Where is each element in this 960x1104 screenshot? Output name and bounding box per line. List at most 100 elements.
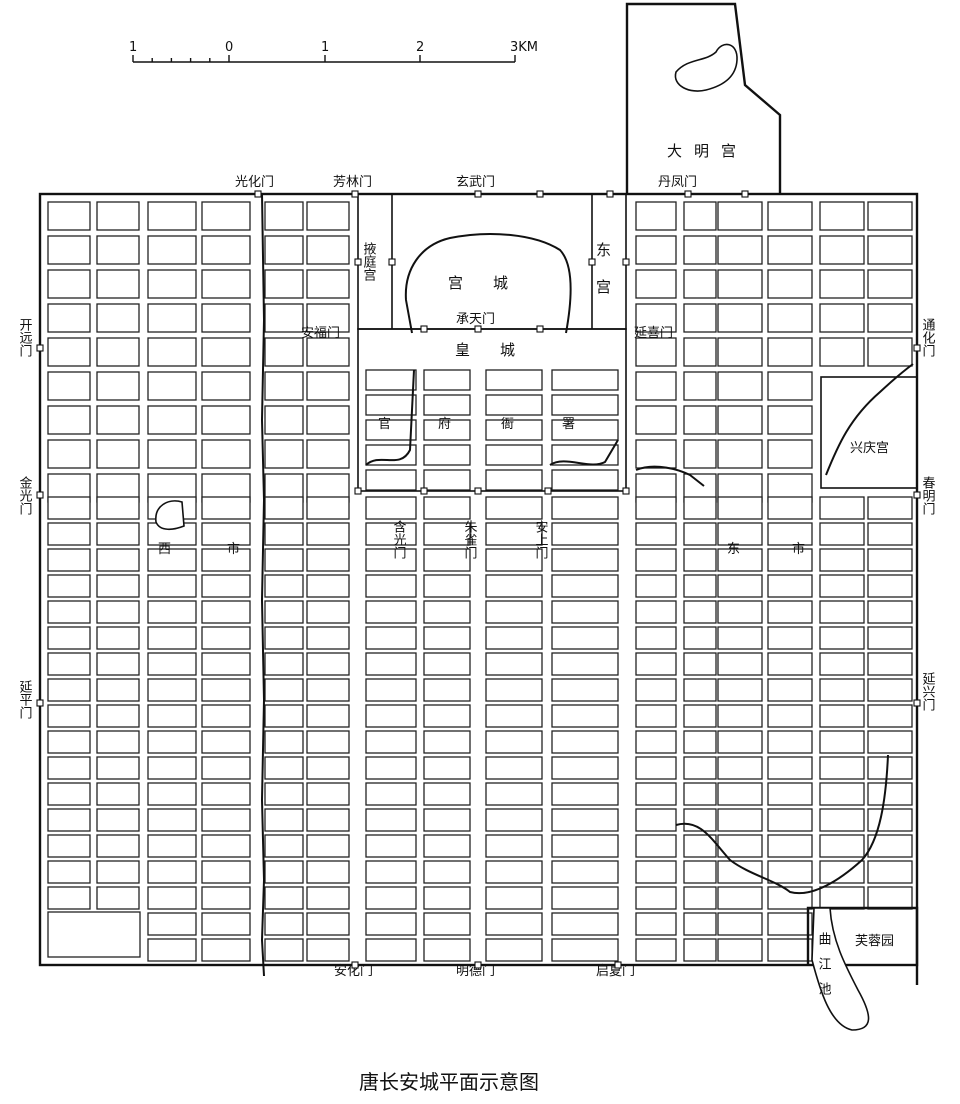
ward-block: [147, 371, 197, 401]
ward-block: [264, 678, 304, 702]
ward-block: [201, 337, 251, 367]
ward-block: [147, 938, 197, 962]
ward-block: [635, 548, 677, 572]
ward-block: [423, 369, 471, 391]
ward-block: [365, 626, 417, 650]
gate-marker: [684, 190, 692, 198]
east-palace-label: 东宫: [594, 242, 612, 316]
ward-block: [683, 548, 717, 572]
gate-label: 明德门: [456, 964, 495, 979]
ward-block: [635, 834, 677, 858]
ward-block: [306, 782, 350, 806]
ward-block: [635, 730, 677, 754]
ward-block: [819, 782, 865, 806]
ward-block: [423, 912, 471, 936]
ward-block: [147, 834, 197, 858]
ward-block: [767, 652, 813, 676]
ward-block: [306, 912, 350, 936]
ward-block: [96, 756, 140, 780]
ward-block: [47, 548, 91, 572]
ward-block: [306, 371, 350, 401]
ward-block: [47, 600, 91, 624]
ward-block: [201, 574, 251, 598]
ward-block: [635, 600, 677, 624]
ward-block: [365, 522, 417, 546]
gate-label: 延兴门: [920, 672, 936, 711]
ward-block: [96, 269, 140, 299]
ward-block: [47, 439, 91, 469]
gate-markers: [36, 190, 921, 969]
ward-block: [306, 235, 350, 265]
gate-label: 开远门: [17, 318, 33, 357]
ward-block: [264, 235, 304, 265]
canal-imperial-right: [549, 439, 619, 466]
ward-block: [683, 235, 717, 265]
ward-block: [365, 756, 417, 780]
ward-block: [717, 337, 763, 367]
ward-block: [867, 704, 913, 728]
ward-block: [423, 704, 471, 728]
ward-block: [264, 522, 304, 546]
furong-garden-label: 芙蓉园: [855, 934, 894, 949]
ward-block: [96, 834, 140, 858]
ward-block: [867, 860, 913, 884]
west-market-pond: [155, 500, 185, 531]
ward-block: [635, 405, 677, 435]
ward-block: [485, 704, 543, 728]
ward-block: [306, 303, 350, 333]
ward-block: [867, 201, 913, 231]
ward-block: [867, 808, 913, 832]
scale-tick-label: 3KM: [510, 40, 538, 55]
ward-block: [264, 201, 304, 231]
ward-block: [365, 574, 417, 598]
gate-marker: [614, 961, 622, 969]
ward-block: [306, 337, 350, 367]
gate-marker: [420, 487, 428, 495]
ward-block: [635, 201, 677, 231]
ward-block: [264, 652, 304, 676]
ward-block: [201, 235, 251, 265]
ward-block: [47, 235, 91, 265]
ward-block: [485, 419, 543, 441]
ward-block: [683, 626, 717, 650]
ward-block: [485, 860, 543, 884]
ward-block: [306, 522, 350, 546]
ward-block: [635, 574, 677, 598]
office-label: 衙: [501, 417, 514, 432]
ward-block: [551, 912, 619, 936]
ward-block: [365, 704, 417, 728]
ward-block: [423, 522, 471, 546]
ward-block: [485, 369, 543, 391]
ward-block: [264, 269, 304, 299]
ward-block: [635, 912, 677, 936]
ward-block: [147, 269, 197, 299]
ward-block: [551, 626, 619, 650]
ward-block: [147, 626, 197, 650]
ward-block: [635, 235, 677, 265]
ward-block: [47, 678, 91, 702]
ward-block: [147, 235, 197, 265]
ward-block: [819, 626, 865, 650]
ward-block: [96, 496, 140, 520]
ward-block: [96, 337, 140, 367]
gate-label: 朱雀门: [462, 520, 478, 559]
ward-block: [264, 626, 304, 650]
ward-block: [819, 834, 865, 858]
ward-block: [767, 371, 813, 401]
ward-block: [201, 496, 251, 520]
ward-block: [365, 469, 417, 491]
ward-block: [147, 808, 197, 832]
ward-block: [717, 912, 763, 936]
ward-block: [485, 574, 543, 598]
gate-marker: [588, 258, 596, 266]
ward-block: [365, 912, 417, 936]
ward-block: [147, 860, 197, 884]
ward-block: [767, 235, 813, 265]
ward-block: [867, 834, 913, 858]
ward-block: [201, 600, 251, 624]
ward-block: [47, 652, 91, 676]
ward-block: [47, 201, 91, 231]
gate-marker: [741, 190, 749, 198]
gate-marker: [36, 699, 44, 707]
ward-block: [717, 548, 763, 572]
